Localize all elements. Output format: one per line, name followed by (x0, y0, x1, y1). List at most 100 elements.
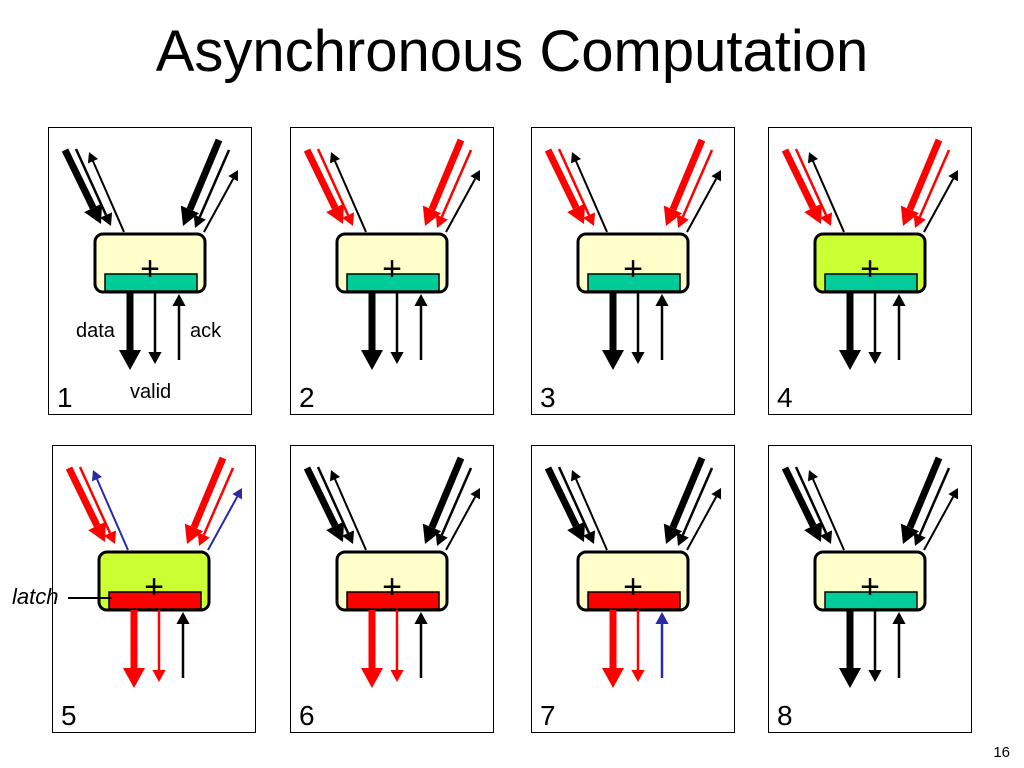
panel-5: + 5 (52, 445, 256, 733)
left-input-ack-arrow (807, 470, 845, 551)
output-data-arrow (602, 292, 624, 370)
output-ack-arrow (414, 612, 428, 678)
left-input-data-arrow (544, 148, 586, 224)
panel-number: 3 (540, 382, 556, 413)
left-input-data-arrow (65, 466, 107, 542)
output-valid-arrow (631, 610, 645, 682)
latch-register (824, 273, 918, 292)
output-data-arrow (839, 610, 861, 688)
right-input-data-arrow (900, 138, 943, 226)
right-input-data-arrow (184, 456, 227, 544)
output-valid-arrow (631, 292, 645, 364)
handshake-diagram: + (544, 138, 722, 370)
slide-title: Asynchronous Computation (155, 19, 869, 84)
right-input-valid-arrow (435, 149, 473, 228)
latch-leader-line (68, 597, 112, 599)
right-input-ack-arrow (686, 488, 722, 551)
panel-3: + 3 (531, 127, 735, 415)
right-input-valid-arrow (435, 467, 473, 546)
panel-7: + 7 (531, 445, 735, 733)
right-input-ack-arrow (686, 170, 722, 233)
operator-symbol: + (623, 250, 643, 288)
handshake-diagram: + (65, 456, 243, 688)
output-ack-arrow (892, 294, 906, 360)
handshake-diagram: + (781, 456, 959, 688)
handshake-diagram: + (303, 138, 481, 370)
left-input-valid-arrow (794, 466, 833, 544)
panel-4: + 4 (768, 127, 972, 415)
latch-register (346, 273, 440, 292)
left-input-valid-arrow (74, 148, 113, 226)
left-input-valid-arrow (78, 466, 117, 544)
right-input-data-arrow (663, 456, 706, 544)
operator-symbol: + (382, 250, 402, 288)
left-input-ack-arrow (91, 470, 129, 551)
left-input-data-arrow (61, 148, 103, 224)
output-valid-arrow (152, 610, 166, 682)
right-input-ack-arrow (445, 170, 481, 233)
operator-symbol: + (144, 568, 164, 606)
output-valid-arrow (390, 292, 404, 364)
operator-symbol: + (623, 568, 643, 606)
latch-register (346, 591, 440, 610)
right-input-ack-arrow (207, 488, 243, 551)
slide-number: 16 (993, 744, 1010, 761)
panel-number: 5 (61, 700, 77, 731)
left-input-data-arrow (303, 466, 345, 542)
left-input-data-arrow (303, 148, 345, 224)
output-data-arrow (123, 610, 145, 688)
output-valid-arrow (868, 292, 882, 364)
left-input-valid-arrow (316, 148, 355, 226)
left-input-valid-arrow (557, 466, 596, 544)
latch-register (108, 591, 202, 610)
right-input-valid-arrow (913, 149, 951, 228)
handshake-diagram: + (544, 456, 722, 688)
operator-symbol: + (382, 568, 402, 606)
panel-8: + 8 (768, 445, 972, 733)
output-ack-arrow (414, 294, 428, 360)
handshake-diagram: + (303, 456, 481, 688)
left-input-ack-arrow (329, 470, 367, 551)
panel-number: 7 (540, 700, 556, 731)
left-input-ack-arrow (570, 470, 608, 551)
output-ack-arrow (655, 294, 669, 360)
left-input-data-arrow (781, 148, 823, 224)
right-input-ack-arrow (445, 488, 481, 551)
panel-number: 2 (299, 382, 315, 413)
right-input-valid-arrow (913, 467, 951, 546)
operator-symbol: + (860, 250, 880, 288)
handshake-diagram: + (781, 138, 959, 370)
right-input-valid-arrow (676, 149, 714, 228)
left-input-valid-arrow (794, 148, 833, 226)
output-ack-arrow (172, 294, 186, 360)
output-valid-arrow (390, 610, 404, 682)
left-input-valid-arrow (316, 466, 355, 544)
panel-6: + 6 (290, 445, 494, 733)
output-data-arrow (361, 610, 383, 688)
output-valid-arrow (148, 292, 162, 364)
panel-number: 1 (57, 382, 73, 413)
right-input-data-arrow (422, 138, 465, 226)
operator-symbol: + (140, 250, 160, 288)
output-data-arrow (361, 292, 383, 370)
left-input-data-arrow (544, 466, 586, 542)
right-input-ack-arrow (203, 170, 239, 233)
left-input-ack-arrow (87, 152, 125, 233)
right-input-data-arrow (900, 456, 943, 544)
handshake-diagram: + (61, 138, 239, 370)
output-ack-arrow (892, 612, 906, 678)
output-ack-arrow (176, 612, 190, 678)
right-input-ack-arrow (923, 170, 959, 233)
panel-2: + 2 (290, 127, 494, 415)
left-input-valid-arrow (557, 148, 596, 226)
right-input-data-arrow (663, 138, 706, 226)
panel-number: 6 (299, 700, 315, 731)
right-input-ack-arrow (923, 488, 959, 551)
latch-register (104, 273, 198, 292)
panel-number: 8 (777, 700, 793, 731)
panel-number: 4 (777, 382, 793, 413)
operator-symbol: + (860, 568, 880, 606)
latch-register (824, 591, 918, 610)
data-label: data (76, 320, 115, 342)
right-input-valid-arrow (193, 149, 231, 228)
